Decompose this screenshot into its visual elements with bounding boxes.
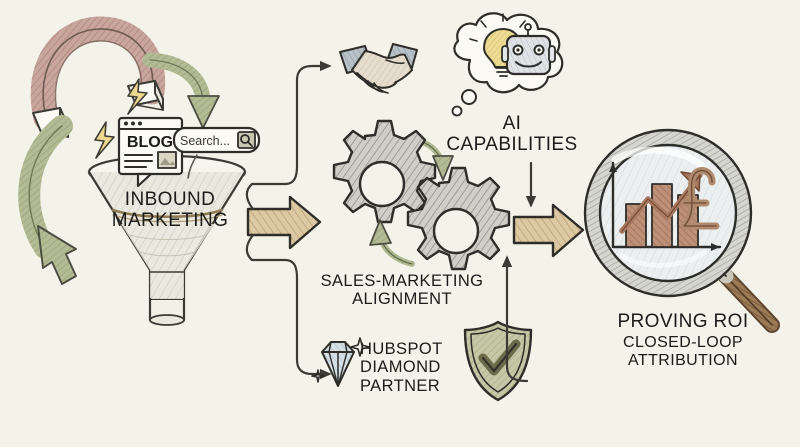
gear-icon-lower [406, 166, 511, 271]
tan-block-arrow-1 [246, 195, 322, 250]
handshake-icon [339, 43, 418, 94]
label-proving-roi: PROVING ROI [617, 311, 749, 332]
branch-connectors-right [501, 161, 537, 383]
magnifier-icon [583, 128, 780, 333]
green-curved-arrow-top [142, 52, 220, 129]
green-curved-arrow-left [18, 115, 77, 285]
blog-window-icon [117, 116, 184, 188]
branch-connectors-left [245, 60, 332, 380]
pound-sign-icon [680, 167, 720, 230]
label-hubspot-diamond-partner: HUBSPOT DIAMOND PARTNER [360, 340, 443, 395]
label-inbound-marketing: INBOUND MARKETING [111, 189, 229, 232]
label-sales-marketing-alignment: SALES-MARKETING ALIGNMENT [320, 272, 484, 309]
label-ai-capabilities: AI CAPABILITIES [446, 113, 578, 156]
lightning-icon [94, 78, 148, 159]
tan-block-arrow-2 [512, 203, 585, 258]
shield-check-icon [463, 320, 533, 402]
search-input-placeholder[interactable]: Search... [180, 134, 231, 148]
search-bar-icon[interactable] [172, 126, 261, 154]
label-closed-loop-attribution: CLOSED-LOOP ATTRIBUTION [623, 334, 743, 369]
label-blog: BLOG [126, 134, 174, 151]
diamond-icon [321, 341, 355, 387]
gear-icon-upper [332, 119, 437, 224]
green-curved-arrow-gears [369, 219, 415, 267]
sparkle-icon [311, 337, 370, 383]
funnel-icon [87, 154, 247, 326]
robot-icon [501, 23, 556, 76]
